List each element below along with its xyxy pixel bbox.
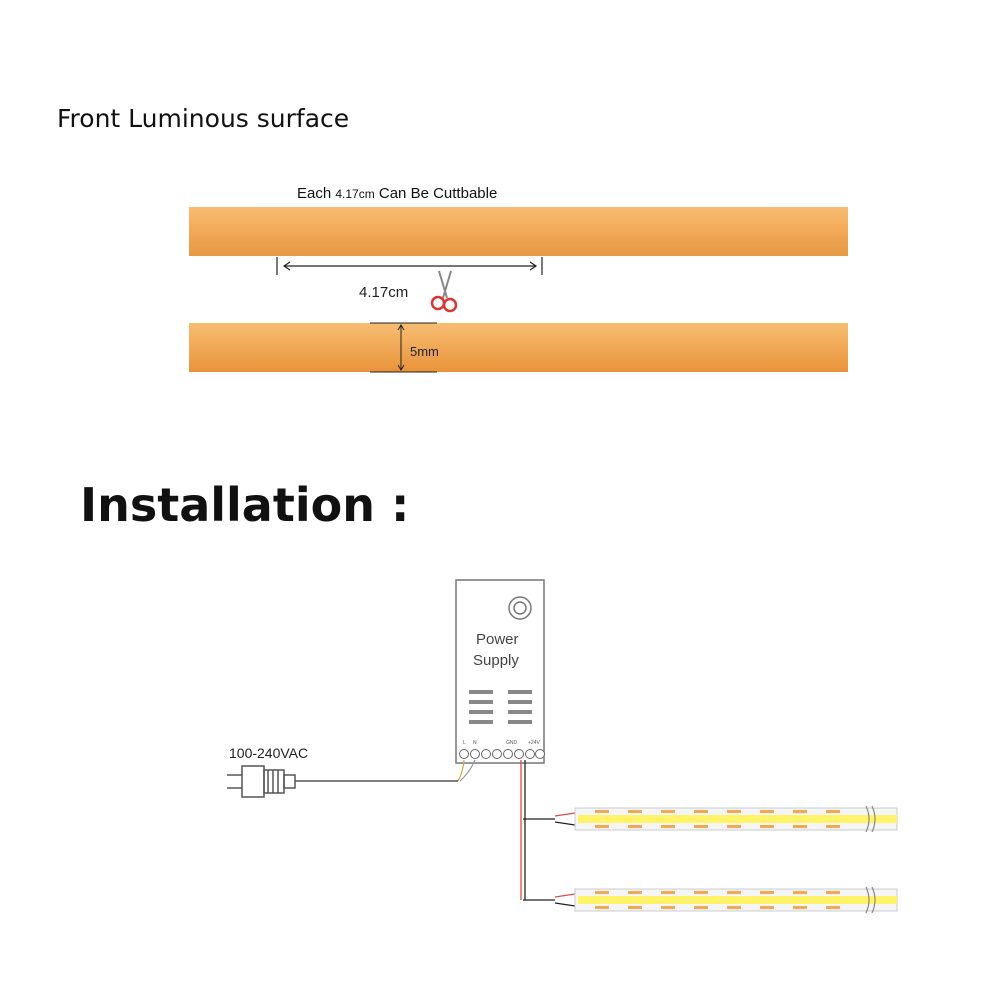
terminal-label-n: N (473, 740, 477, 746)
terminal-block (459, 749, 545, 759)
power-supply-logo-icon (508, 596, 532, 620)
plug-icon (227, 765, 296, 798)
cut-caption-length: 4.17cm (335, 187, 375, 201)
power-supply: Power Supply L N GND +24V (455, 579, 545, 764)
dimension-label-cut-length: 4.17cm (359, 284, 408, 301)
page-title-front-luminous: Front Luminous surface (57, 104, 350, 133)
dimension-line-cut-length (276, 257, 543, 275)
led-strip-top (189, 207, 848, 256)
voltage-label: 100-240VAC (229, 745, 308, 761)
led-strip-bottom (189, 323, 848, 372)
cut-caption-suffix: Can Be Cuttbable (374, 185, 498, 202)
cut-caption: Each 4.17cm Can Be Cuttbable (297, 185, 497, 202)
terminal-label-gnd: GND (506, 740, 518, 746)
led-strip-installation-lower (574, 886, 898, 914)
power-supply-label-line1: Power (476, 631, 519, 648)
ac-input-wires (457, 759, 476, 782)
led-strip-installation-upper (574, 805, 898, 833)
power-supply-label-line2: Supply (473, 652, 519, 669)
installation-title: Installation : (80, 478, 410, 532)
dc-output-wires (520, 760, 576, 907)
dimension-label-width: 5mm (410, 344, 439, 359)
terminal-label-l: L (463, 740, 466, 746)
terminal-label-v: +24V (528, 740, 540, 746)
cut-caption-prefix: Each (297, 185, 336, 202)
power-supply-vents (469, 690, 532, 724)
scissors-icon (430, 270, 458, 313)
dimension-line-width (370, 322, 437, 373)
